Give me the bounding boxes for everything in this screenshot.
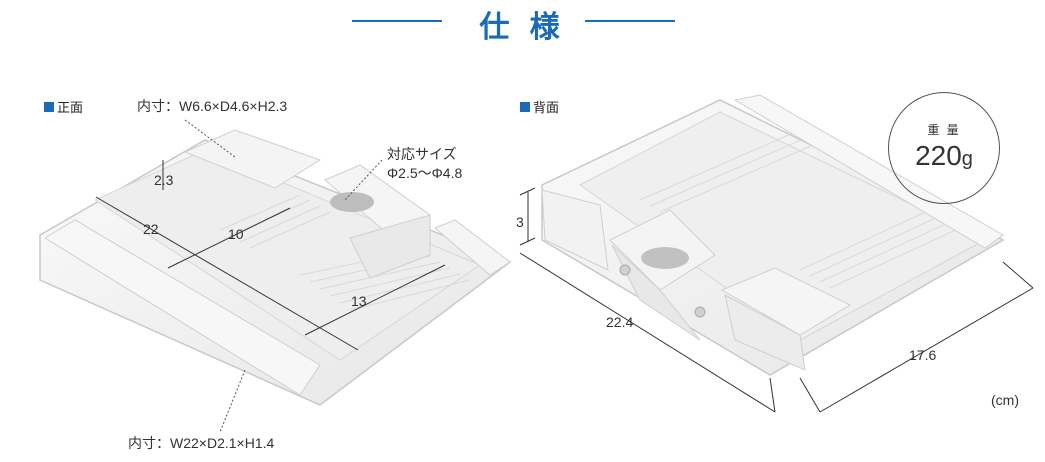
back-tray-image bbox=[519, 94, 1034, 413]
weight-unit: g bbox=[961, 148, 973, 170]
front-section-label: 正面 bbox=[44, 97, 83, 116]
front-inner-top-note: 内寸：W6.6×D4.6×H2.3 bbox=[137, 98, 288, 114]
support-size-label: 対応サイズ bbox=[387, 146, 457, 162]
title-line-left bbox=[352, 20, 442, 22]
title-line-right bbox=[585, 20, 675, 22]
weight-value-row: 220g bbox=[889, 140, 999, 172]
back-dim-depth: 17.6 bbox=[909, 347, 937, 363]
front-tray-image bbox=[39, 119, 512, 433]
back-dim-height: 3 bbox=[516, 214, 524, 230]
front-dim-length: 22 bbox=[143, 221, 159, 237]
back-label-text: 背面 bbox=[533, 100, 560, 115]
square-bullet-icon bbox=[520, 101, 530, 112]
back-dim-length: 22.4 bbox=[606, 314, 634, 330]
weight-value: 220 bbox=[915, 140, 962, 171]
front-dim-width-long: 13 bbox=[351, 293, 367, 309]
weight-badge: 重 量 220g bbox=[888, 92, 1000, 204]
unit-label: (cm) bbox=[991, 392, 1019, 408]
back-section-label: 背面 bbox=[520, 97, 559, 116]
front-inner-bottom-note: 内寸：W22×D2.1×H1.4 bbox=[128, 435, 275, 451]
support-size-value: Φ2.5〜Φ4.8 bbox=[387, 165, 463, 181]
square-bullet-icon bbox=[44, 101, 54, 112]
front-label-text: 正面 bbox=[57, 100, 84, 115]
front-dim-width-mid: 10 bbox=[228, 226, 244, 242]
page-title: 仕 様 bbox=[479, 11, 566, 44]
front-dim-height: 2.3 bbox=[154, 172, 174, 188]
weight-label: 重 量 bbox=[927, 123, 961, 137]
